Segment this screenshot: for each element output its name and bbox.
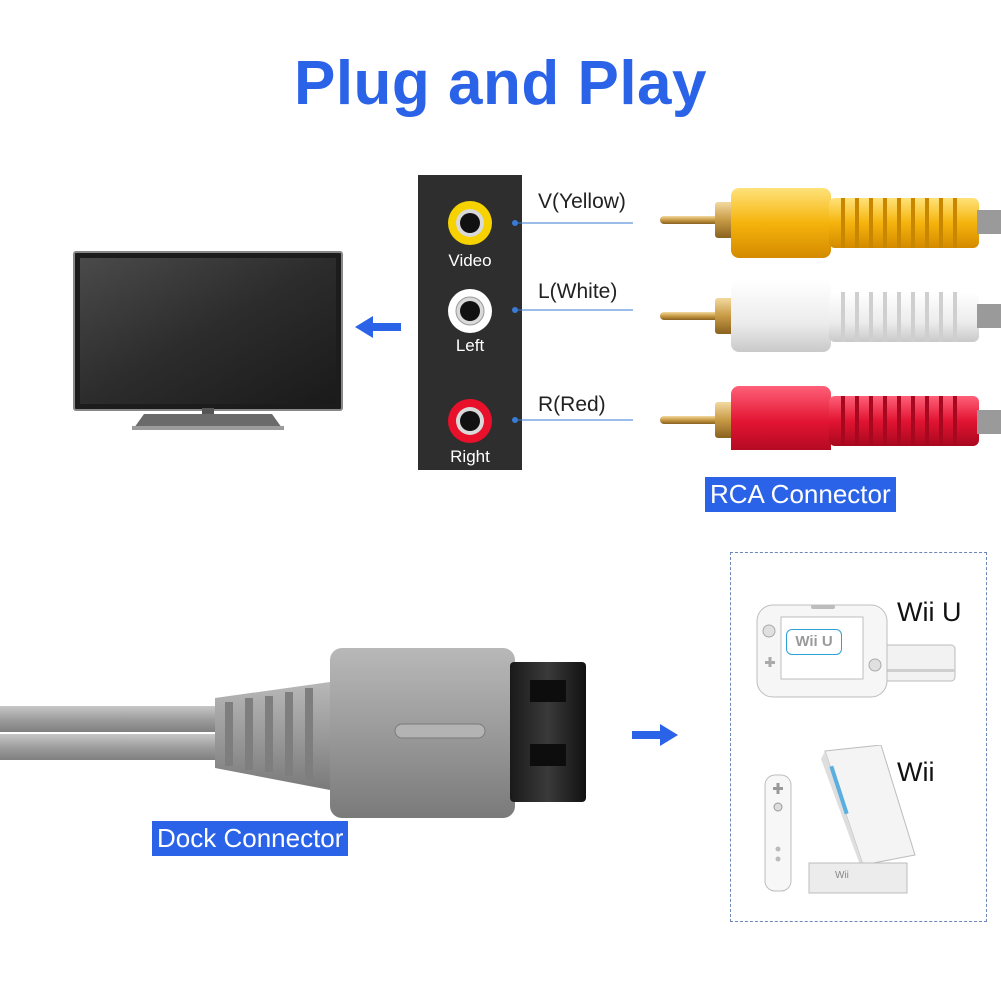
wire-label-left: L(White) bbox=[538, 280, 618, 303]
console-label-wii-u: Wii U bbox=[897, 597, 962, 627]
rca-connector-tag: RCA Connector bbox=[705, 477, 896, 512]
video-jack-icon bbox=[448, 201, 492, 245]
wii-stand-logo: Wii bbox=[835, 870, 849, 881]
wii-u-console-icon bbox=[756, 604, 956, 698]
leader-lines bbox=[512, 220, 633, 423]
right-jack-icon bbox=[448, 399, 492, 443]
left-jack-icon bbox=[448, 289, 492, 333]
page-title: Plug and Play bbox=[293, 49, 708, 118]
jack-panel: Video Left Right bbox=[418, 175, 522, 470]
wire-label-video: V(Yellow) bbox=[538, 190, 626, 213]
dock-connector-tag: Dock Connector bbox=[152, 821, 349, 856]
jack-label-right: Right bbox=[450, 447, 490, 466]
compatible-consoles-box: Wii U Wii U Wii Wii bbox=[730, 552, 987, 922]
wire-label-right: R(Red) bbox=[538, 393, 606, 416]
jack-label-left: Left bbox=[455, 336, 485, 355]
console-label-wii: Wii bbox=[897, 757, 935, 787]
arrow-left-icon bbox=[355, 316, 401, 338]
dock-plug-icon bbox=[0, 648, 586, 818]
wii-console-icon bbox=[764, 745, 916, 894]
jack-label-video: Video bbox=[448, 251, 492, 270]
wii-u-screen-logo: Wii U bbox=[786, 629, 842, 655]
rca-plug-icon bbox=[660, 188, 1001, 450]
tv-icon bbox=[73, 251, 343, 430]
arrow-right-icon bbox=[632, 724, 678, 746]
